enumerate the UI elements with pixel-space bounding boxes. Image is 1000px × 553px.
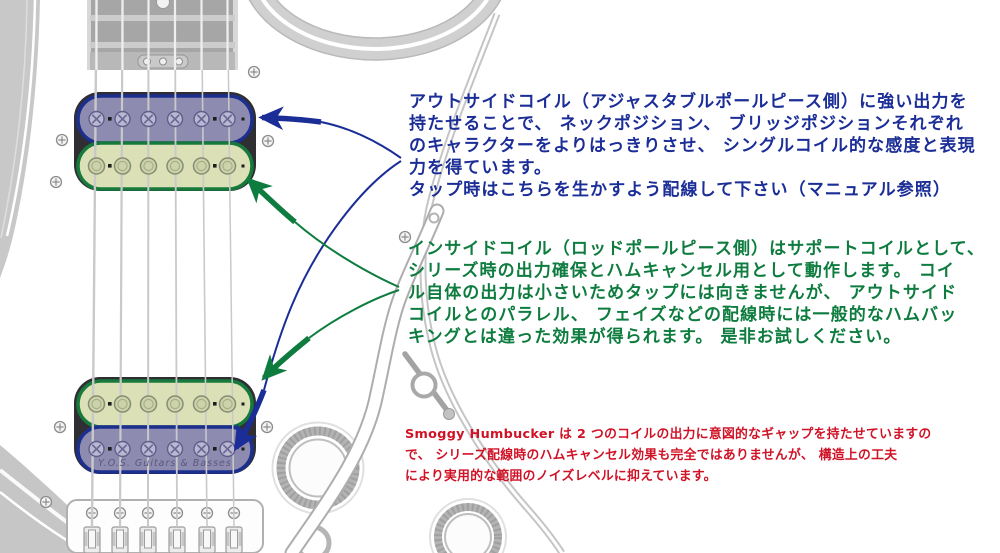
arrow-outside-neck-coil — [258, 106, 402, 159]
fret — [90, 42, 235, 48]
strings — [90, 0, 235, 528]
outside-coil-note: アウトサイドコイル（アジャスタブルポールピース側）に強い出力を 持たせることで、… — [409, 92, 976, 200]
bridge-inside-pole-pieces — [87, 395, 245, 413]
body-left-edge — [0, 0, 40, 278]
output-jack-assembly — [402, 351, 455, 420]
neck-fretboard — [87, 0, 238, 70]
neck-outside-pole-pieces — [88, 110, 245, 128]
arrow-inside-bridge-coil — [261, 289, 400, 381]
body-right-edge — [419, 12, 565, 553]
tone-knob — [429, 498, 507, 553]
tremolo-bridge — [66, 499, 264, 553]
fret-inlay-dot — [156, 0, 170, 9]
tremolo-arm — [284, 203, 445, 553]
pickup-brand-label: Y.O.S. Guitars & Basses — [98, 458, 232, 469]
neck-inside-pole-pieces — [87, 157, 245, 175]
body-horn-ring — [248, 0, 502, 61]
arrow-inside-neck-coil — [246, 177, 400, 288]
strings-over-fretboard — [95, 0, 229, 70]
inside-coil-note: インサイドコイル（ロッドポールピース側）はサポートコイルとして、 シリーズ時の出… — [408, 239, 985, 347]
noise-level-note: Smoggy Humbucker は 2 つのコイルの出力に意図的なギャップを持… — [405, 427, 932, 484]
neck-end-plate — [137, 54, 189, 69]
fret — [90, 15, 235, 21]
